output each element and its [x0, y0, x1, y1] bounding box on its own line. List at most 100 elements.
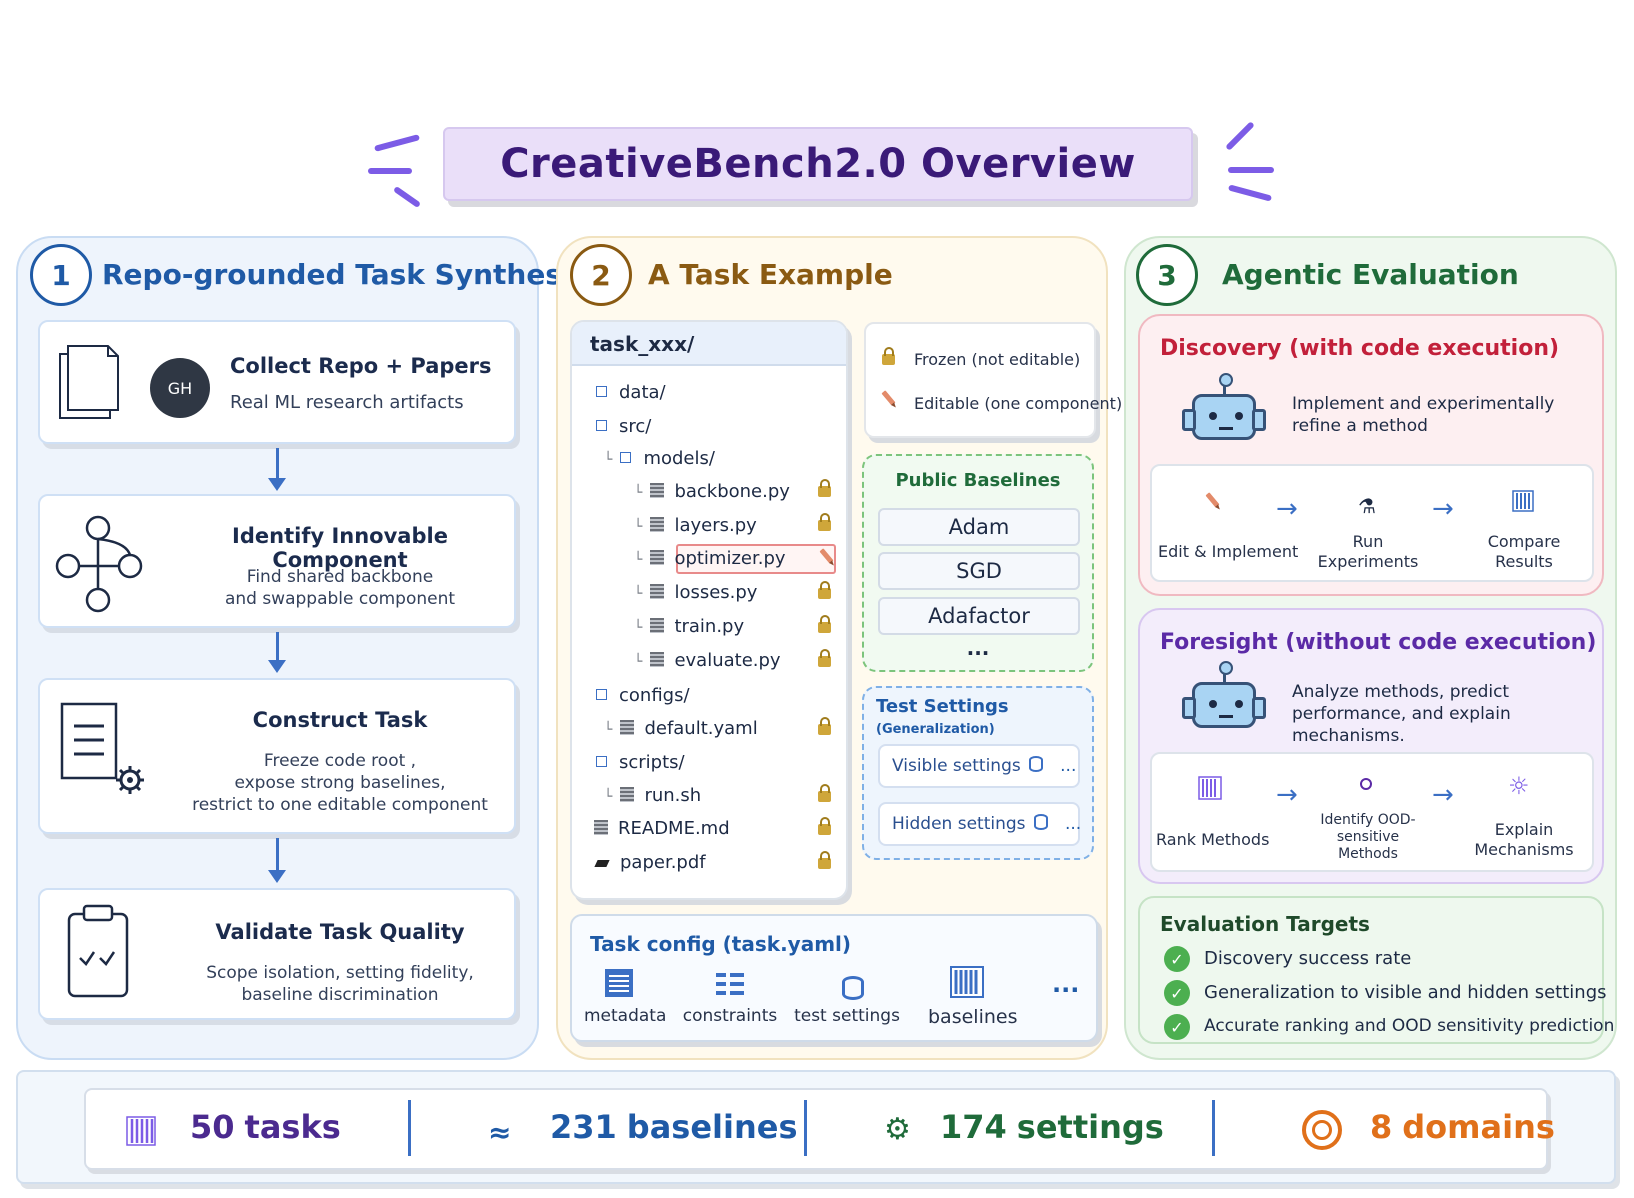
discovery-flow	[1150, 464, 1594, 582]
file-icon	[620, 719, 635, 735]
tree-item-folder[interactable]: scripts/	[596, 750, 685, 776]
flow-arrow	[276, 838, 279, 872]
robot-icon	[1182, 373, 1266, 440]
tree-item-folder[interactable]: src/	[596, 414, 651, 440]
baseline-item[interactable]: Adam	[878, 508, 1080, 546]
tree-item-folder[interactable]: └models/	[604, 448, 715, 469]
tree-item-file[interactable]: └train.py	[634, 616, 745, 637]
baseline-item[interactable]: SGD	[878, 552, 1080, 590]
check-icon: ✓	[1164, 946, 1190, 972]
file-icon	[650, 617, 665, 633]
task-config: Task config (task.yaml)	[570, 914, 1098, 1042]
folder-icon	[596, 385, 607, 397]
lightbulb-icon: ☼	[1508, 772, 1530, 800]
file-icon	[650, 549, 665, 565]
card-subtitle: Find shared backbone	[246, 567, 434, 587]
step-number-3: 3	[1136, 244, 1198, 306]
more-indicator: ...	[966, 636, 990, 660]
card-subtitle: baseline discrimination	[241, 985, 439, 1005]
lock-icon	[882, 347, 895, 365]
card-collect-repo: GH Collect Repo + Papers Real ML researc…	[38, 320, 516, 444]
tree-item-file[interactable]: └run.sh	[604, 785, 702, 806]
arrow-right-icon: →	[1276, 494, 1298, 524]
database-icon	[1028, 756, 1043, 772]
step-number-1: 1	[30, 244, 92, 306]
card-title: Collect Repo + Papers	[230, 354, 492, 378]
config-item[interactable]: test settings	[794, 1006, 900, 1026]
column-title: Repo-grounded Task Synthesis	[102, 258, 589, 291]
metadata-icon	[605, 969, 633, 997]
constraints-icon	[716, 973, 744, 995]
tree-item-file[interactable]: └losses.py	[634, 582, 758, 603]
column-title: Agentic Evaluation	[1222, 258, 1519, 291]
config-item[interactable]: baselines	[928, 1006, 1018, 1028]
tree-root: task_xxx/	[572, 322, 846, 366]
file-tree: task_xxx/	[570, 320, 848, 900]
foresight-flow	[1150, 752, 1594, 872]
card-title: Identify Innovable Component	[232, 524, 448, 572]
baselines-icon: ≈	[488, 1116, 512, 1149]
file-icon	[650, 651, 665, 667]
tree-item-file[interactable]: └backbone.py	[634, 481, 790, 502]
legend	[864, 322, 1096, 438]
flask-icon: ⚗	[1358, 494, 1376, 518]
lock-icon	[818, 851, 831, 869]
flow-step: sensitive	[1336, 829, 1400, 845]
lock-icon	[818, 817, 831, 835]
flow-arrow	[276, 448, 279, 480]
documents-icon	[59, 345, 119, 419]
hidden-settings[interactable]: Hidden settings ...	[878, 802, 1081, 846]
tree-item-file-editable[interactable]: └optimizer.py	[634, 548, 786, 569]
magnifier-icon	[1360, 778, 1372, 790]
tree-item-file[interactable]: paper.pdf	[594, 850, 706, 876]
test-settings-subtitle: (Generalization)	[876, 722, 995, 737]
tree-item-file[interactable]: └default.yaml	[604, 718, 758, 739]
config-item[interactable]: constraints	[682, 1006, 778, 1026]
tree-item-file[interactable]: README.md	[594, 816, 730, 842]
clipboard-check-icon	[67, 904, 129, 998]
flow-step: Edit & Implement	[1158, 542, 1299, 561]
card-title: Validate Task Quality	[215, 920, 465, 944]
check-icon: ✓	[1164, 980, 1190, 1006]
card-subtitle: expose strong baselines,	[234, 773, 446, 793]
target-item: Accurate ranking and OOD sensitivity pre…	[1204, 1016, 1615, 1036]
card-title: Construct Task	[252, 708, 428, 732]
divider	[408, 1100, 411, 1156]
public-baselines-box: Public Baselines Adam SGD Adafactor ...	[862, 454, 1094, 672]
tree-item-folder[interactable]: configs/	[596, 683, 690, 709]
foresight-desc: Analyze methods, predict	[1292, 682, 1510, 702]
tree-item-folder[interactable]: data/	[596, 380, 666, 406]
spark-icon	[1228, 167, 1274, 173]
visible-settings[interactable]: Visible settings ...	[878, 744, 1080, 788]
spark-icon	[392, 185, 422, 209]
folder-icon	[596, 688, 607, 700]
discovery-desc: refine a method	[1292, 416, 1428, 436]
step-number-2: 2	[570, 244, 632, 306]
file-icon	[620, 786, 635, 802]
folder-icon	[596, 755, 607, 767]
flow-step: Experiments	[1317, 552, 1419, 571]
card-subtitle: Scope isolation, setting fidelity,	[206, 963, 474, 983]
tree-item-file[interactable]: └evaluate.py	[634, 650, 781, 671]
chart-icon	[1512, 490, 1534, 512]
config-title: Task config (task.yaml)	[590, 932, 852, 956]
folder-icon	[596, 419, 607, 431]
domains-icon	[1302, 1110, 1342, 1150]
arrow-right-icon: →	[1432, 780, 1454, 810]
lock-icon	[818, 513, 831, 531]
tree-item-file[interactable]: └layers.py	[634, 515, 757, 536]
card-subtitle: restrict to one editable component	[192, 795, 488, 815]
lock-icon	[818, 479, 831, 497]
pdf-icon	[594, 859, 610, 867]
flow-arrow	[276, 632, 279, 662]
flow-step: Methods	[1338, 846, 1398, 862]
divider	[1212, 1100, 1215, 1156]
card-subtitle: Real ML research artifacts	[230, 392, 464, 413]
column-title: A Task Example	[648, 258, 893, 291]
title-banner: CreativeBench2.0 Overview	[443, 127, 1193, 201]
branch-icon	[55, 515, 143, 613]
baseline-item[interactable]: Adafactor	[878, 597, 1080, 635]
config-item[interactable]: metadata	[584, 1006, 667, 1026]
